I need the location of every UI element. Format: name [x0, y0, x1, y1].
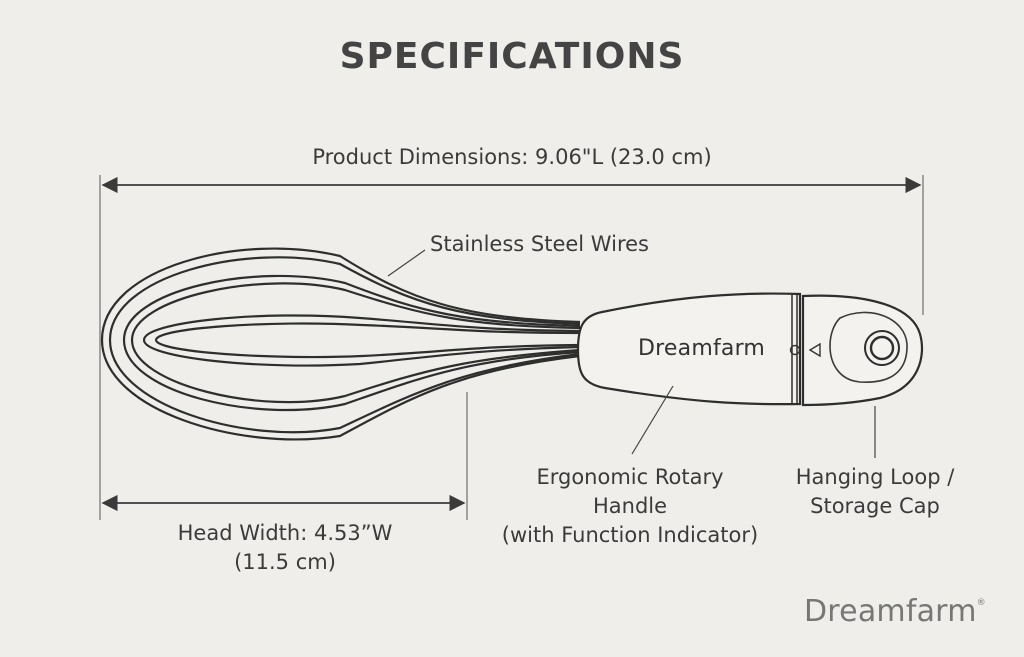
head-width-label-line2: (11.5 cm) [234, 550, 336, 574]
hanging-loop-outer [864, 330, 900, 366]
wires-label: Stainless Steel Wires [430, 232, 649, 256]
storage-cap [801, 294, 924, 407]
function-indicator-arrow-icon [808, 342, 821, 358]
function-indicator-dot-icon [789, 344, 801, 356]
corner-brand-logo: Dreamfarm® [804, 594, 986, 629]
head-width-label: Head Width: 4.53”W (11.5 cm) [135, 519, 435, 577]
handle-label-line3: (with Function Indicator) [501, 523, 759, 547]
handle-label-line2: Handle [592, 494, 668, 518]
loop-label: Hanging Loop / Storage Cap [770, 463, 980, 521]
handle-brand-logo: Dreamfarm [638, 336, 766, 361]
handle-leader [631, 385, 674, 455]
whisk-wires [100, 247, 581, 441]
registered-mark: ® [976, 598, 986, 608]
corner-brand-logo-text: Dreamfarm [804, 594, 977, 629]
product-dimensions-label: Product Dimensions: 9.06"L (23.0 cm) [312, 145, 712, 169]
handle-label-line1: Ergonomic Rotary [536, 465, 724, 489]
loop-label-line2: Storage Cap [810, 494, 940, 518]
handle-body [576, 292, 802, 406]
hanging-loop-inner [869, 335, 895, 361]
hanging-loop-plate [829, 311, 908, 383]
wires-leader [387, 249, 426, 277]
loop-label-line1: Hanging Loop / [795, 465, 955, 489]
handle-label: Ergonomic Rotary Handle (with Function I… [480, 463, 780, 550]
page-title: SPECIFICATIONS [339, 36, 685, 77]
head-width-label-line1: Head Width: 4.53”W [177, 521, 393, 545]
